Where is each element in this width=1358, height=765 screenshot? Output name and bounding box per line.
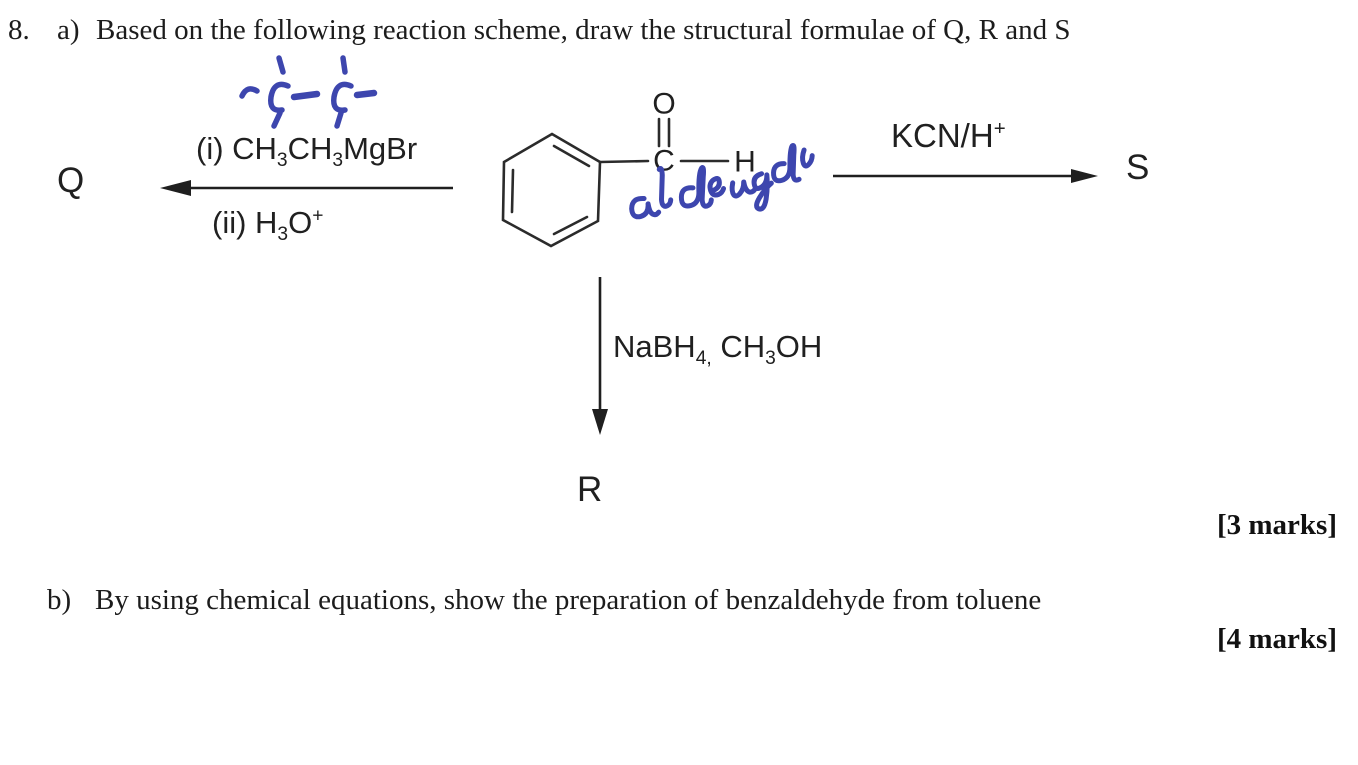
part-b-marks: [4 marks]: [1216, 623, 1337, 655]
down-arrowhead: [592, 409, 608, 435]
handwritten-aldehyde-annotation: [629, 143, 815, 220]
ring-double-bond-2: [510, 168, 515, 214]
aldehyde-hydrogen-label: H: [734, 146, 756, 179]
ring-to-carbonyl-bond: [598, 159, 650, 164]
reagent-acid-workup: (ii) H3O+: [212, 205, 324, 246]
benzene-ring: [501, 132, 602, 248]
carbonyl-oxygen-label: O: [652, 90, 675, 121]
reagent-kcn: KCN/H+: [891, 117, 1006, 154]
benzaldehyde-structure: O C H: [501, 90, 756, 248]
part-b-text: By using chemical equations, show the pr…: [95, 584, 1042, 616]
ring-double-bond-1: [552, 144, 591, 168]
hand-letter-d2: [771, 143, 802, 184]
left-arrow: [160, 180, 453, 196]
part-a-marks: [3 marks]: [1216, 509, 1337, 541]
hand-letter-h: [729, 179, 758, 199]
part-b-label: b): [47, 584, 72, 616]
right-arrow: [833, 169, 1098, 183]
hand-letter-y: [751, 171, 774, 212]
ring-double-bond-3: [552, 215, 589, 236]
part-a-text: Based on the following reaction scheme, …: [96, 14, 1071, 46]
reagent-grignard: (i) CH3CH3MgBr: [196, 131, 418, 172]
product-s-label: S: [1126, 148, 1150, 187]
left-arrowhead: [160, 180, 191, 196]
hand-c1-letter: [267, 81, 291, 113]
down-arrow: [592, 277, 608, 435]
question-number: 8.: [8, 14, 30, 46]
hand-c2-tick-top: [340, 55, 348, 75]
hand-c2-tick-bottom: [334, 110, 344, 129]
hand-c2-letter: [330, 81, 354, 113]
hand-c1-tick-top: [276, 55, 286, 75]
hand-letter-e: [707, 176, 727, 198]
hand-letter-l: [656, 165, 674, 209]
hand-letter-e2: [800, 147, 815, 169]
handwritten-carbon-chain-annotation: [239, 55, 378, 129]
hand-c1-tick-bottom: [271, 110, 283, 129]
product-r-label: R: [577, 470, 603, 509]
hand-bond-dash: [290, 90, 321, 101]
part-a-label: a): [57, 14, 80, 46]
right-arrowhead: [1071, 169, 1098, 183]
hand-letter-d: [678, 165, 714, 209]
hand-letter-a: [629, 195, 662, 220]
product-q-label: Q: [57, 161, 85, 200]
reagent-nabh4: NaBH4, CH3OH: [613, 329, 823, 370]
hand-end-dash: [353, 89, 378, 99]
hand-tilde-stroke: [239, 86, 260, 99]
